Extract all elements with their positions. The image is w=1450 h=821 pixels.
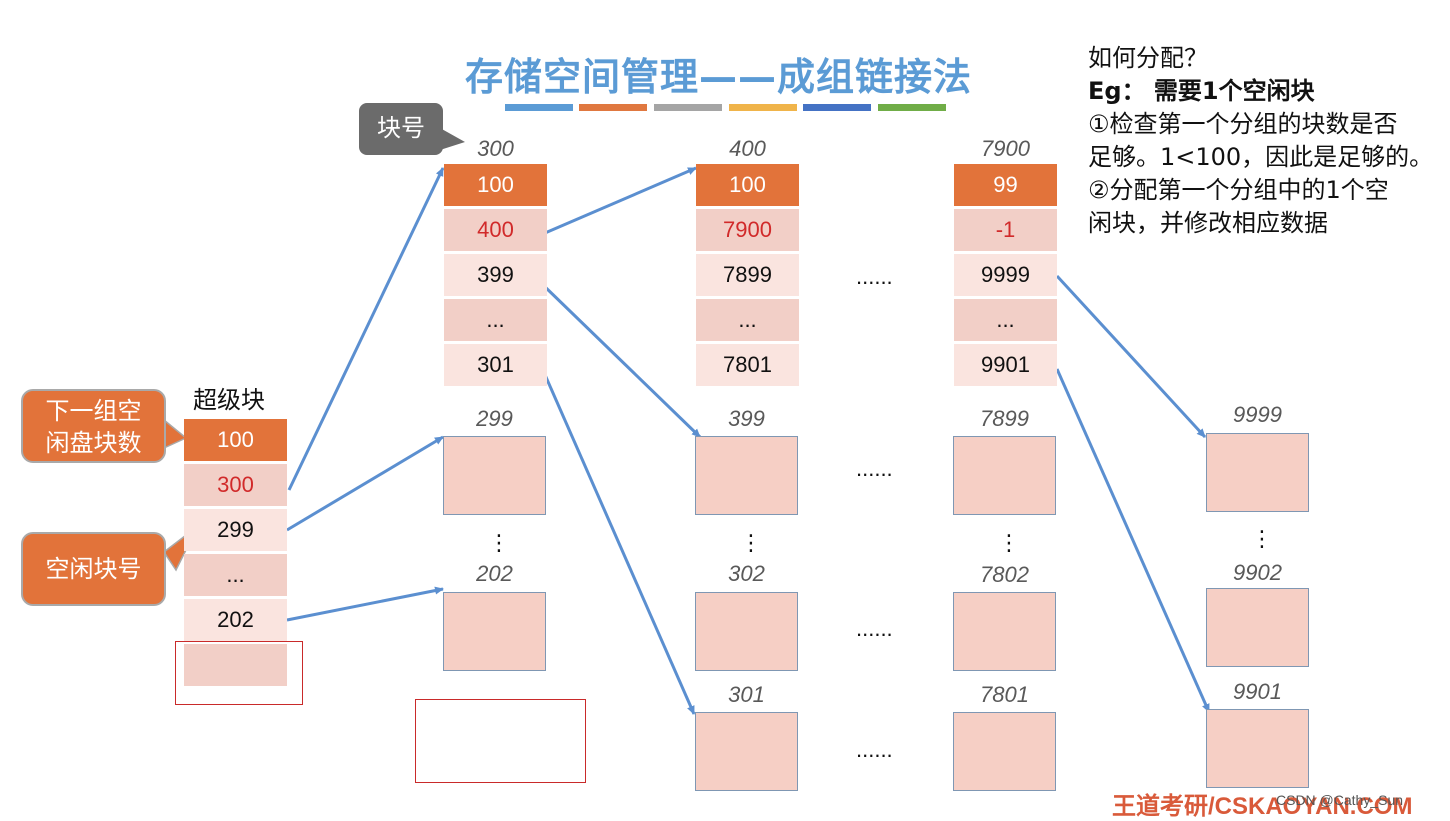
arrow-399-to-block-399 [540, 282, 702, 439]
arrow-9999-to-block-9999 [1055, 274, 1207, 439]
free-block-label: 7899 [980, 406, 1029, 431]
group-cell-ellipsis: ... [954, 299, 1057, 341]
group-cell-count: 99 [954, 164, 1057, 206]
free-block-label: 9999 [1233, 402, 1282, 427]
group-cell-last: 9901 [954, 344, 1057, 386]
group-cell-count: 100 [696, 164, 799, 206]
arrow-9901-to-block-9901 [1055, 368, 1211, 713]
color-bar-5 [803, 104, 871, 111]
note-line-1: 如何分配？ [1088, 44, 1208, 72]
ellipsis-horizontal: ...... [856, 737, 893, 762]
free-block-label: 301 [728, 682, 765, 707]
highlight-rect-superblock [175, 641, 303, 705]
note-line-3: ①检查第一个分组的块数是否 [1088, 110, 1398, 138]
note-line-2: Eg： 需要1个空闲块 [1088, 77, 1315, 105]
note-line-4: 足够。1<100，因此是足够的。 [1088, 143, 1434, 171]
footer-brand: 王道考研/CSKAOYAN.COM [1112, 793, 1413, 820]
color-bar-6 [878, 104, 946, 111]
callout-block-number: 块号 [359, 103, 443, 155]
free-block-label: 302 [728, 561, 765, 586]
free-block-label: 202 [476, 561, 513, 586]
ellipsis-horizontal: ...... [856, 616, 893, 641]
group-block-label: 400 [729, 136, 766, 161]
color-bar-3 [654, 104, 722, 111]
free-block-label: 7802 [980, 562, 1029, 587]
arrow-superblock-to-202 [286, 586, 444, 622]
arrow-superblock-to-300 [287, 167, 445, 491]
group-cell-last: 7801 [696, 344, 799, 386]
group-block-label: 7900 [981, 136, 1030, 161]
color-bar-2 [579, 104, 647, 111]
group-block-label: 300 [477, 136, 514, 161]
superblock-cell-ellipsis: ... [184, 554, 287, 596]
free-block-label: 9902 [1233, 560, 1282, 585]
group-cell-free: 9999 [954, 254, 1057, 296]
ellipsis-vertical: ⋮ [488, 531, 510, 556]
color-bar-4 [729, 104, 797, 111]
callout-tail-next-count [163, 418, 188, 450]
allocation-note: 如何分配？ Eg： 需要1个空闲块 ①检查第一个分组的块数是否 足够。1<100… [1088, 42, 1448, 240]
callout-tail-block-number [440, 128, 465, 150]
arrow-301-to-block-301 [540, 367, 696, 715]
ellipsis-horizontal: ...... [856, 264, 893, 289]
free-block [953, 712, 1056, 791]
free-block-label: 299 [476, 406, 513, 431]
free-block [1206, 709, 1309, 788]
free-block [953, 592, 1056, 671]
arrow-superblock-to-299 [286, 435, 444, 532]
group-cell-next: -1 [954, 209, 1057, 251]
note-line-5: ②分配第一个分组中的1个空 [1088, 176, 1389, 204]
group-cell-free: 7899 [696, 254, 799, 296]
free-block [443, 436, 546, 515]
free-block-label: 9901 [1233, 679, 1282, 704]
ellipsis-vertical: ⋮ [740, 531, 762, 556]
group-cell-next: 7900 [696, 209, 799, 251]
superblock-cell-last: 202 [184, 599, 287, 641]
color-bar-1 [505, 104, 573, 111]
free-block [443, 592, 546, 671]
group-cell-ellipsis: ... [444, 299, 547, 341]
free-block [1206, 433, 1309, 512]
ellipsis-vertical: ⋮ [1251, 527, 1273, 552]
free-block-label: 7801 [980, 682, 1029, 707]
callout-next-group-count-line2: 闲盘块数 [45, 429, 142, 457]
highlight-rect-free-block [415, 699, 586, 783]
callout-free-block-number: 空闲块号 [21, 532, 166, 606]
callout-next-group-count: 下一组空 闲盘块数 [21, 389, 166, 463]
group-cell-count: 100 [444, 164, 547, 206]
group-cell-last: 301 [444, 344, 547, 386]
free-block [695, 712, 798, 791]
page-title: 存储空间管理——成组链接法 [465, 55, 973, 99]
group-cell-free: 399 [444, 254, 547, 296]
callout-next-group-count-line1: 下一组空 [45, 397, 142, 425]
free-block-label: 399 [728, 406, 765, 431]
superblock-cell-free: 299 [184, 509, 287, 551]
free-block [1206, 588, 1309, 667]
superblock-label: 超级块 [193, 386, 265, 414]
free-block [695, 592, 798, 671]
free-block [953, 436, 1056, 515]
free-block [695, 436, 798, 515]
group-cell-ellipsis: ... [696, 299, 799, 341]
superblock-cell-count: 100 [184, 419, 287, 461]
superblock-cell-empty [184, 644, 287, 686]
ellipsis-horizontal: ...... [856, 456, 893, 481]
arrow-300-to-400 [544, 166, 697, 235]
superblock-cell-next: 300 [184, 464, 287, 506]
group-cell-next: 400 [444, 209, 547, 251]
note-line-6: 闲块，并修改相应数据 [1088, 209, 1328, 237]
ellipsis-vertical: ⋮ [998, 531, 1020, 556]
watermark: CSDN @Cathy_Sun [1276, 792, 1404, 808]
